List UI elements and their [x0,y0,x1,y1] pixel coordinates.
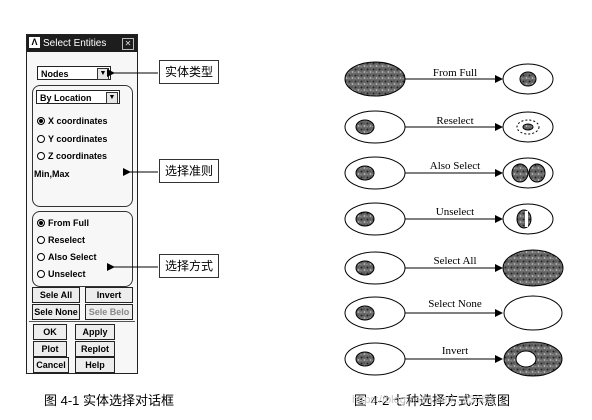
source-subset [355,211,375,227]
help-button[interactable]: Help [75,357,115,373]
radio-x-coordinates[interactable]: X coordinates [37,115,108,127]
radio-label: X coordinates [48,116,108,126]
sele-none-button[interactable]: Sele None [32,304,80,320]
cancel-button[interactable]: Cancel [33,357,69,373]
entity-type-value: Nodes [41,69,69,79]
source-ellipse [344,110,406,144]
op-row-select-none [344,295,563,331]
sele-all-button[interactable]: Sele All [32,287,80,303]
op-row-from-full [344,61,554,97]
selection-method-value: By Location [40,93,92,103]
op-row-reselect [344,110,554,144]
radio-dot-icon[interactable] [37,253,45,261]
op-row-unselect [344,202,554,236]
divider [29,321,135,322]
radio-dot-icon[interactable] [37,152,45,160]
callout-mode: 选择方式 [159,254,219,278]
result-removed [525,211,528,227]
radio-y-coordinates[interactable]: Y coordinates [37,133,107,145]
source-ellipse [344,296,406,330]
op-label-invert: Invert [441,345,469,357]
replot-button[interactable]: Replot [75,341,115,357]
select-entities-dialog: Λ Select Entities ✕ Nodes ▼ By Location … [26,34,138,374]
radio-dot-icon[interactable] [37,135,45,143]
chevron-down-icon[interactable]: ▼ [106,92,118,104]
radio-label: From Full [48,218,89,228]
op-label-select-none: Select None [428,298,482,310]
result-ellipse [502,249,564,287]
radio-z-coordinates[interactable]: Z coordinates [37,150,107,162]
radio-label: Unselect [48,269,86,279]
result-subset [516,209,532,229]
dialog-title: Select Entities [43,38,107,49]
radio-label: Reselect [48,235,86,245]
invert-button[interactable]: Invert [85,287,133,303]
radio-dot-icon[interactable] [37,236,45,244]
radio-unselect[interactable]: Unselect [37,268,86,280]
plot-button[interactable]: Plot [33,341,67,357]
selection-operations-diagram [344,61,564,377]
figure-4-2-caption: 图 4-2 七种选择方式示意图 [354,393,511,408]
result-subset [522,123,534,131]
radio-dot-icon[interactable] [37,117,45,125]
callout-criteria: 选择准则 [159,159,219,183]
source-subset [355,351,375,367]
result-subset [528,163,546,183]
radio-label: Also Select [48,252,97,262]
ok-button[interactable]: OK [33,324,67,340]
op-label-select-all: Select All [433,255,477,267]
source-subset [355,260,375,276]
selection-method-select[interactable]: By Location ▼ [36,90,120,104]
source-subset [355,119,375,135]
title-bar[interactable]: Λ Select Entities ✕ [27,35,137,52]
radio-from-full[interactable]: From Full [37,217,89,229]
result-ellipse [503,295,563,331]
op-row-invert [344,341,563,377]
watermark: https://blog.csdn.net/...93063 [352,394,494,406]
criteria-group: By Location ▼ X coordinates Y coordinate… [32,85,133,207]
radio-label: Y coordinates [48,134,108,144]
source-ellipse [344,202,406,236]
op-row-also-select [344,156,554,190]
source-ellipse [344,342,406,376]
selection-mode-group: From Full Reselect Also Select Unselect [32,211,133,287]
result-hole [515,350,537,368]
figure-4-1-caption: 图 4-1 实体选择对话框 [44,393,175,408]
radio-dot-icon[interactable] [37,219,45,227]
source-subset [355,165,375,181]
ansys-logo-icon: Λ [29,37,40,48]
close-icon[interactable]: ✕ [122,38,134,50]
source-ellipse [344,61,406,97]
op-label-reselect: Reselect [436,115,474,127]
sele-belo-button[interactable]: Sele Belo [85,304,133,320]
radio-also-select[interactable]: Also Select [37,251,97,263]
result-subset [519,71,537,87]
radio-label: Z coordinates [48,151,108,161]
source-subset [355,305,375,321]
op-label-from-full: From Full [432,67,478,79]
radio-dot-icon[interactable] [37,270,45,278]
chevron-down-icon[interactable]: ▼ [97,68,109,80]
source-ellipse [344,251,406,285]
callout-entity-type: 实体类型 [159,60,219,84]
source-ellipse [344,156,406,190]
op-label-unselect: Unselect [435,206,475,218]
result-dashed [516,119,540,135]
entity-type-select[interactable]: Nodes ▼ [37,66,111,80]
op-row-select-all [344,249,564,287]
minmax-label: Min,Max [34,169,70,179]
radio-reselect[interactable]: Reselect [37,234,85,246]
apply-button[interactable]: Apply [75,324,115,340]
result-subset [511,163,529,183]
op-label-also-select: Also Select [429,160,481,172]
